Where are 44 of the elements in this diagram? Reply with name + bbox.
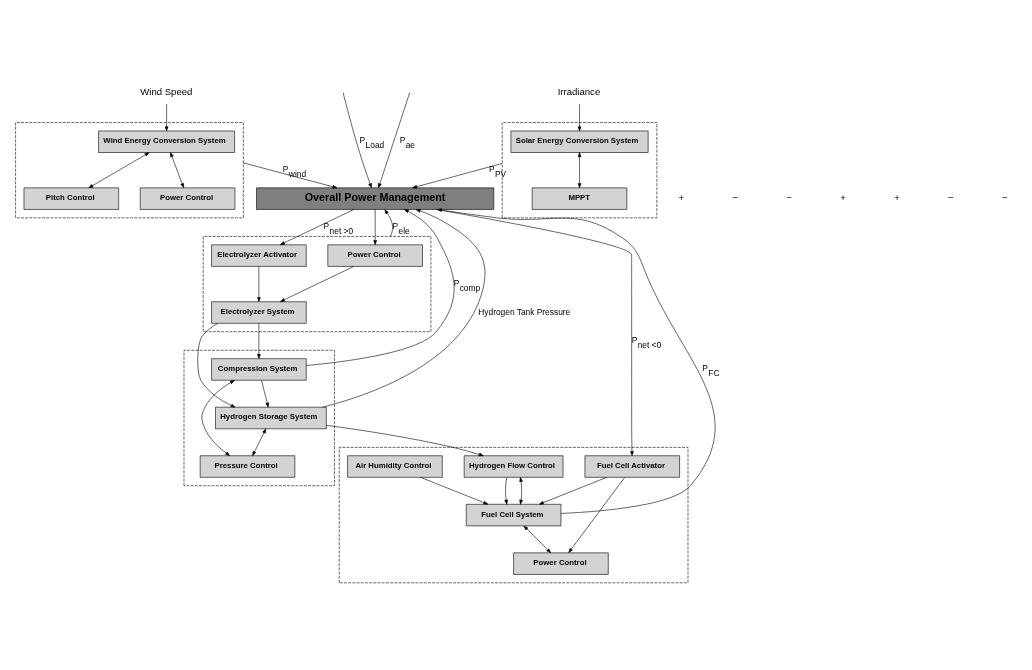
cluster: [338, 447, 689, 584]
label: +: [840, 191, 846, 203]
arrow: [170, 152, 184, 188]
arrow: [519, 477, 523, 505]
arrow: [243, 162, 338, 189]
arrow: [384, 209, 393, 237]
arrow: [326, 425, 484, 457]
arrow: [197, 323, 236, 408]
arrow: [523, 525, 551, 554]
label: −: [786, 191, 792, 203]
arrow: [373, 209, 377, 245]
arrow: [577, 103, 582, 132]
cluster: [15, 122, 244, 219]
arrow: [88, 152, 150, 189]
arrow: [412, 163, 503, 189]
label: −: [1002, 191, 1008, 203]
arrow: [257, 323, 261, 359]
arrow: [420, 477, 489, 505]
arrow: [568, 477, 625, 553]
arrow: [280, 209, 355, 246]
node-text: Wind Speed: [140, 86, 193, 98]
label: +: [894, 191, 900, 203]
label: +: [678, 191, 684, 203]
arrow: [577, 152, 582, 188]
label: −: [732, 191, 738, 203]
arrow: [437, 208, 716, 514]
arrow: [539, 477, 607, 505]
arrow: [257, 266, 261, 302]
label: −: [948, 191, 954, 203]
arrow: [164, 103, 169, 132]
node-text: Irradiance: [557, 86, 601, 98]
arrow: [378, 93, 410, 189]
arrow: [322, 209, 486, 408]
cluster: [202, 236, 432, 332]
arrow: [343, 93, 372, 189]
arrow: [280, 266, 355, 302]
arrow: [201, 380, 235, 456]
arrow: [252, 428, 267, 456]
arrow: [435, 209, 634, 456]
cluster: [183, 349, 335, 487]
edge-label: Hydrogen Tank Pressure: [478, 306, 571, 317]
arrow: [504, 477, 508, 505]
arrow: [306, 209, 455, 366]
arrow: [261, 380, 269, 408]
